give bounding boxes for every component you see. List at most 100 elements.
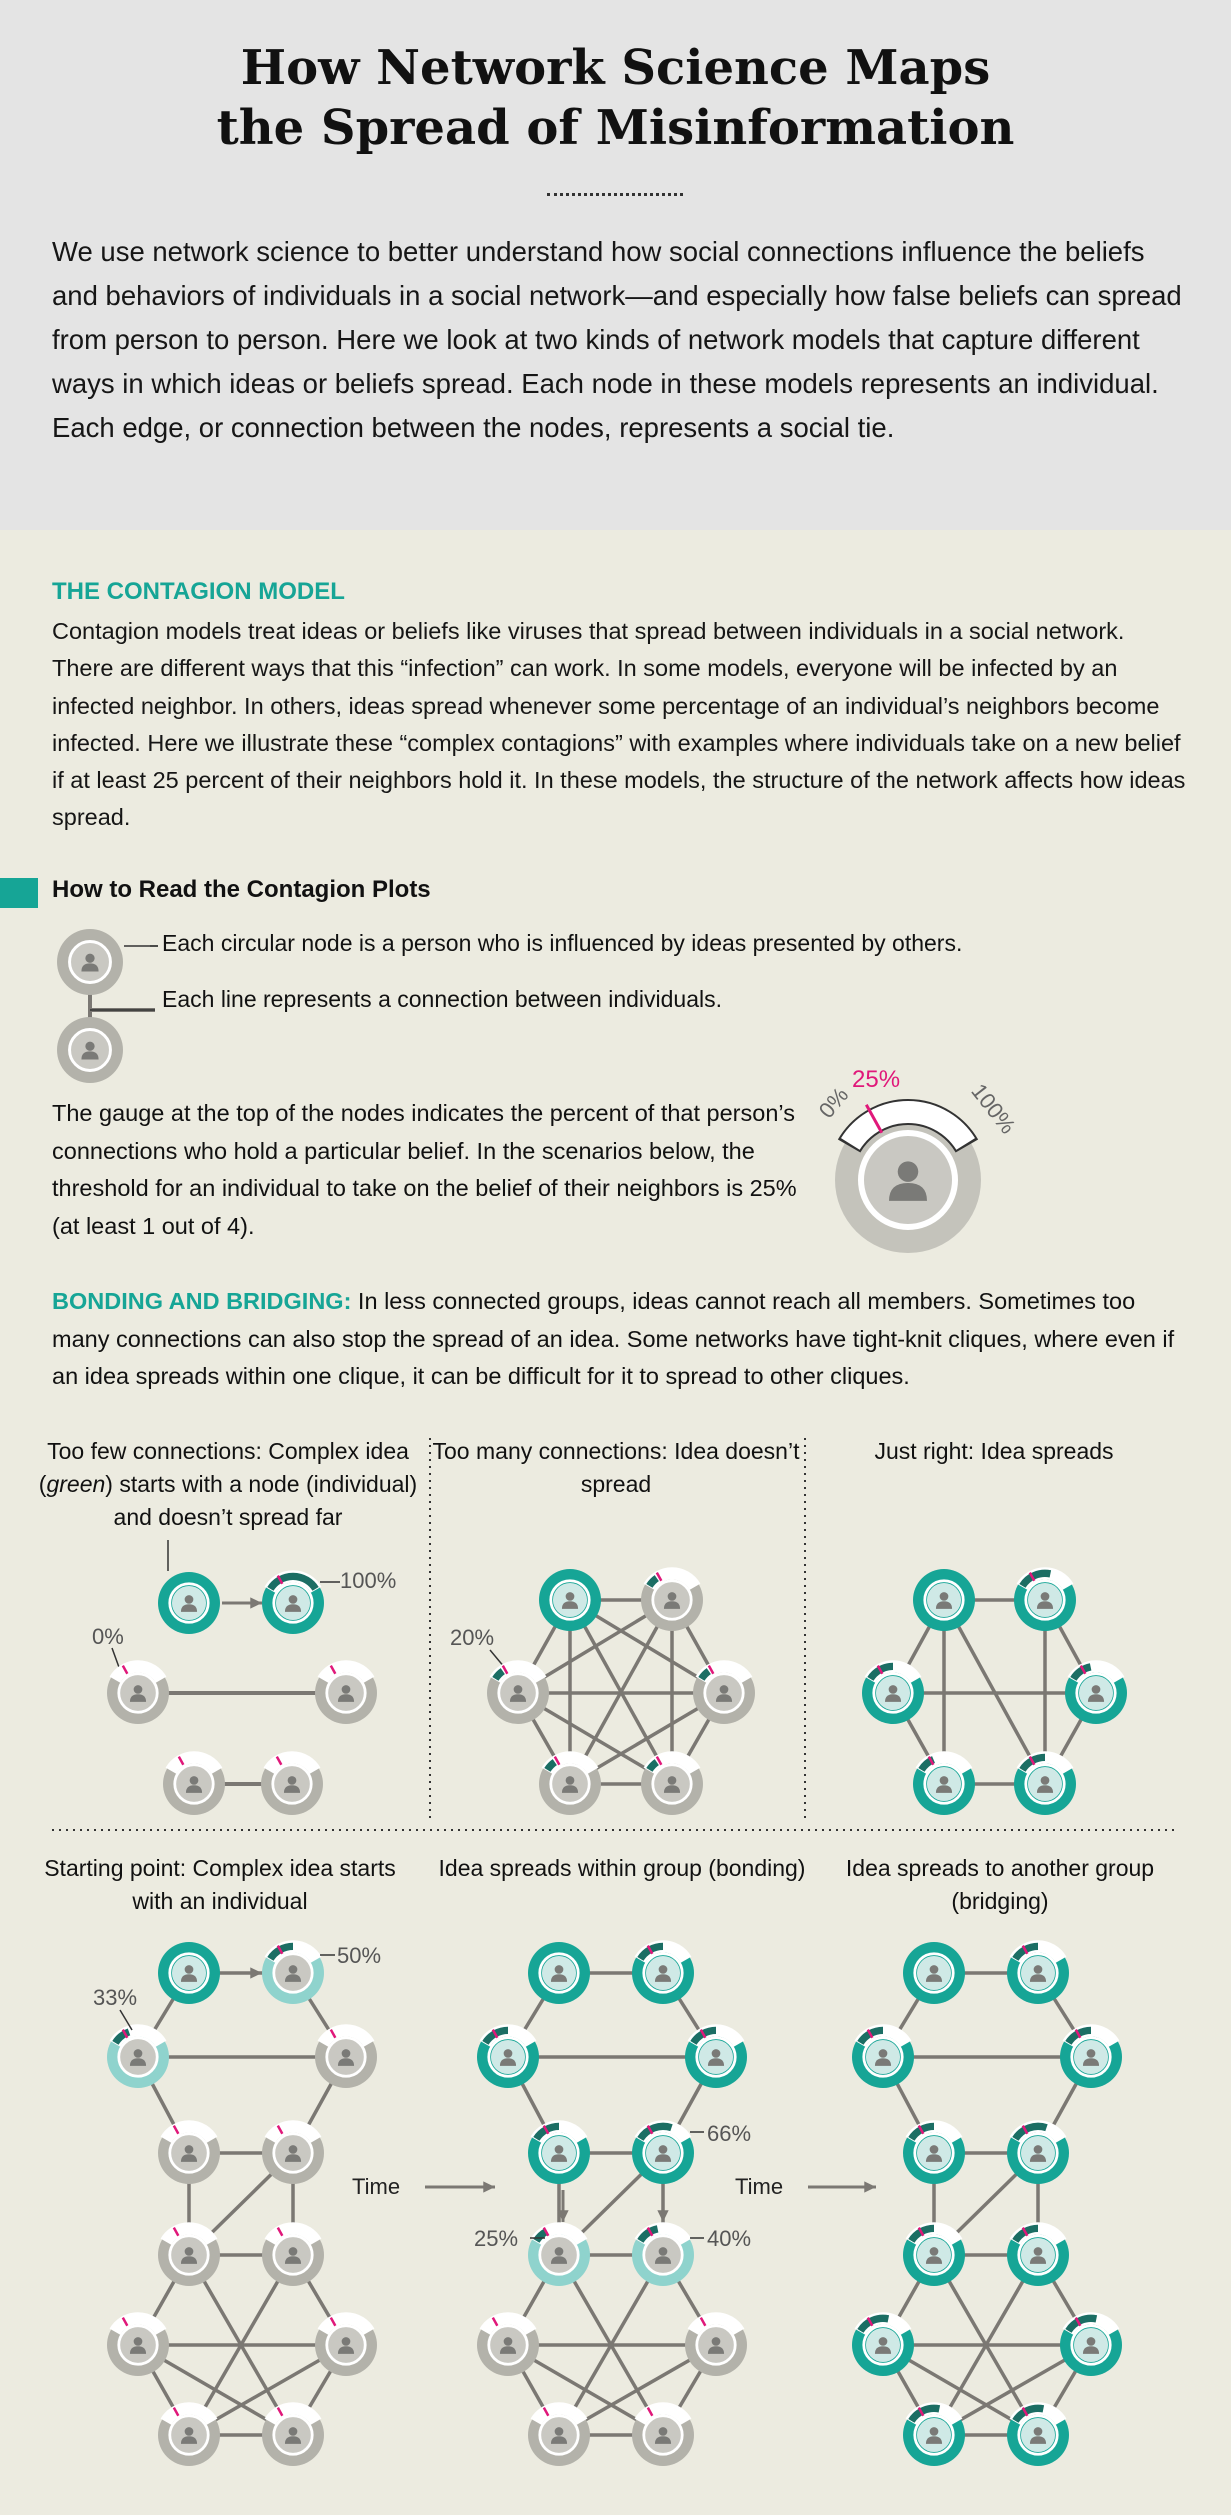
p3-node-5-person-head [888, 1685, 898, 1694]
b2-node-3-person-body [654, 2154, 672, 2162]
p2-node-4-gauge-fill [544, 1759, 558, 1772]
p2-node-2-gauge-threshold [707, 1665, 715, 1675]
gauge-explanation: The gauge at the top of the nodes indica… [52, 1100, 797, 1239]
b1-node-5-gauge-threshold [121, 2029, 129, 2039]
p3-node-1-person-body [1036, 1601, 1054, 1609]
b2-node-1-person-head [658, 1965, 668, 1974]
bonding-text: In less connected groups, ideas cannot r… [52, 1288, 1175, 1389]
b3-node-6-person-body [925, 2256, 943, 2264]
b2-node-8-gauge-threshold [699, 2317, 707, 2327]
time-arrow-1-head [483, 2181, 495, 2193]
b3-node-9-person-head [1033, 2427, 1043, 2436]
p3-node-2-gauge-fill [1070, 1663, 1092, 1681]
b3-node-5-person-body [874, 2058, 892, 2066]
caption-too-many: Too many connections: Idea doesn’t sprea… [432, 1438, 800, 1497]
title-line-1: How Network Science Maps [240, 40, 991, 96]
b2-node-10-person-head [554, 2427, 564, 2436]
b1-node-8-gauge-threshold [329, 2317, 337, 2327]
p3-node-3-gauge-threshold [1028, 1756, 1036, 1766]
b3-node-9-gauge-threshold [1021, 2407, 1029, 2417]
p2-node-3-gauge-fill [646, 1759, 660, 1772]
p2-node-2-gauge-fill [698, 1668, 712, 1681]
p1-start-node-person-body [180, 1604, 198, 1612]
b3-node-10-gauge-fill [908, 2404, 941, 2424]
contagion-heading: THE CONTAGION MODEL [52, 578, 345, 605]
b1-node-2-gauge-threshold [329, 2029, 337, 2039]
b3-node-7-person-body [1029, 2256, 1047, 2264]
legend-node-top-person-body [81, 963, 99, 972]
b1-node-10-person-body [180, 2436, 198, 2444]
p3-node-3-person-body [1036, 1785, 1054, 1793]
b3-node-11-person-head [878, 2337, 888, 2346]
b3-node-11-gauge-threshold [866, 2317, 874, 2327]
p1-node-c-gauge-threshold [177, 1756, 185, 1766]
b2-node-8-person-body [707, 2346, 725, 2354]
b3-node-2-person-body [1082, 2058, 1100, 2066]
b1-node-10-gauge-threshold [172, 2407, 180, 2417]
time-label-1: Time [352, 2174, 401, 2199]
b2-node-1-gauge-threshold [646, 1945, 654, 1955]
b2-node-7-person-head [658, 2247, 668, 2256]
b3-node-4-gauge-threshold [917, 2125, 925, 2135]
p1-node-a-person-head [133, 1685, 143, 1694]
b1-node-6-person-head [184, 2247, 194, 2256]
gauge-example-person-body [889, 1183, 927, 1201]
b3-node-2-gauge-threshold [1074, 2029, 1082, 2039]
intro-paragraph: We use network science to better underst… [52, 236, 1182, 443]
b1-node-2-person-head [341, 2049, 351, 2058]
p3-node-2-person-head [1091, 1685, 1101, 1694]
b1-node-0-person-head [184, 1965, 194, 1974]
b2-node-9-gauge-threshold [646, 2407, 654, 2417]
p2-node-4-gauge-threshold [553, 1756, 561, 1766]
b2-node-6-person-body [550, 2256, 568, 2264]
legend-node-top-person-head [85, 953, 95, 963]
gauge-example-person-head [897, 1161, 919, 1182]
b3-node-5-person-head [878, 2049, 888, 2058]
p1-node-100-gauge-threshold [276, 1575, 284, 1585]
p3-node-2-gauge-threshold [1079, 1665, 1087, 1675]
b2-node-11-person-body [499, 2346, 517, 2354]
b1-node-9-gauge-threshold [276, 2407, 284, 2417]
b3-node-3-person-head [1033, 2145, 1043, 2154]
b2-node-7-person-body [654, 2256, 672, 2264]
b2-node-0-person-body [550, 1974, 568, 1982]
p1-node-a-person-body [129, 1694, 147, 1702]
b1-node-4-gauge-threshold [172, 2125, 180, 2135]
b1-node-8-person-body [337, 2346, 355, 2354]
b1-node-5-gauge-fill [112, 2028, 131, 2045]
p2-node-4-person-head [565, 1776, 575, 1785]
b3-node-11-gauge-fill [857, 2314, 890, 2334]
b2-node-9-person-body [654, 2436, 672, 2444]
b1-node-2-person-body [337, 2058, 355, 2066]
b1-node-3-gauge-track [266, 2121, 320, 2142]
b1-33-leader [119, 2009, 133, 2031]
label-66: 66% [707, 2121, 752, 2146]
b1-edge-20 [187, 2254, 295, 2436]
time-label-2: Time [735, 2174, 784, 2199]
b1-node-3-person-body [284, 2154, 302, 2162]
b2-node-3-gauge-fill [637, 2122, 673, 2142]
p3-node-0-person-body [935, 1601, 953, 1609]
p1-node-b-gauge-track [319, 1661, 373, 1682]
b1-node-8-person-head [341, 2337, 351, 2346]
b1-node-3-person-head [288, 2145, 298, 2154]
b1-node-7-person-head [288, 2247, 298, 2256]
time-arrow-2-head [864, 2181, 876, 2193]
title-line-2: the Spread of Misinformation [216, 100, 1015, 156]
b2-node-2-person-body [707, 2058, 725, 2066]
b2-node-7-gauge-fill [637, 2225, 659, 2243]
title-divider [547, 193, 683, 196]
b2-node-2-gauge-threshold [699, 2029, 707, 2039]
b3-node-1-person-head [1033, 1965, 1043, 1974]
b3-node-10-person-head [929, 2427, 939, 2436]
b2-arrow-1-head [557, 2210, 569, 2222]
legend-node-bottom-person-body [81, 1051, 99, 1060]
p2-node-0-person-head [565, 1592, 575, 1601]
b1-node-1-person-head [288, 1965, 298, 1974]
p2-node-5-gauge-threshold [501, 1665, 509, 1675]
p2-node-1-person-body [663, 1601, 681, 1609]
p1-node-c-person-head [189, 1776, 199, 1785]
p1-start-node-person-head [184, 1595, 194, 1604]
b3-node-8-person-head [1086, 2337, 1096, 2346]
caption-too-few-em: green [46, 1471, 106, 1497]
